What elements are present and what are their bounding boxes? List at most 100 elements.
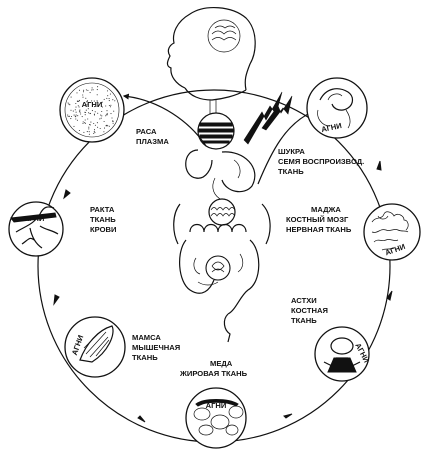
- plasma-dot: [82, 123, 83, 124]
- plasma-dot: [73, 126, 74, 127]
- plasma-dot: [107, 90, 108, 91]
- agni-label-meda: АГНИ: [206, 401, 227, 410]
- plasma-dot: [107, 113, 108, 114]
- plasma-dot: [112, 99, 113, 100]
- plasma-dot: [97, 89, 98, 90]
- plasma-dot: [99, 118, 100, 119]
- node-mamsa: АГНИ: [65, 317, 125, 377]
- label-shukra: ШУКРА СЕМЯ ВОСПРОИЗВОД. ТКАНЬ: [278, 147, 366, 176]
- plasma-dot: [106, 98, 107, 99]
- plasma-dot: [73, 111, 74, 112]
- plasma-dot: [101, 115, 102, 116]
- plasma-dot: [83, 91, 84, 92]
- plasma-dot: [88, 127, 89, 128]
- plasma-dot: [76, 112, 77, 113]
- plasma-dot: [85, 119, 86, 120]
- plasma-dot: [105, 115, 106, 116]
- plasma-dot: [104, 99, 105, 100]
- plasma-dot: [80, 112, 81, 113]
- label-asthi: АСТХИ КОСТНАЯ ТКАНЬ: [291, 296, 330, 325]
- plasma-dot: [88, 128, 89, 129]
- plasma-dot: [79, 106, 80, 107]
- plasma-dot: [109, 126, 110, 127]
- node-rakta: АГНИ: [9, 202, 63, 256]
- plasma-dot: [94, 131, 95, 132]
- plasma-dot: [68, 104, 69, 105]
- plasma-dot: [97, 127, 98, 128]
- plasma-dot: [92, 87, 93, 88]
- plasma-dot: [85, 114, 86, 115]
- plasma-dot: [77, 101, 78, 102]
- plasma-dot: [83, 132, 84, 133]
- plasma-dot: [68, 102, 69, 103]
- plasma-dot: [70, 118, 71, 119]
- node-meda: АГНИ: [186, 388, 246, 448]
- plasma-dot: [79, 110, 80, 111]
- plasma-dot: [104, 128, 105, 129]
- plasma-dot: [68, 116, 69, 117]
- plasma-dot: [89, 131, 90, 132]
- plasma-dot: [87, 118, 88, 119]
- plasma-dot: [105, 105, 106, 106]
- plasma-dot: [94, 129, 95, 130]
- plasma-dot: [83, 121, 84, 122]
- plasma-dot: [101, 118, 102, 119]
- plasma-dot: [74, 115, 75, 116]
- plasma-dot: [82, 97, 83, 98]
- plasma-dot: [91, 89, 92, 90]
- plasma-dot: [109, 100, 110, 101]
- plasma-dot: [83, 90, 84, 91]
- plasma-dot: [97, 86, 98, 87]
- plasma-dot: [111, 117, 112, 118]
- plasma-dot: [112, 120, 113, 121]
- plasma-dot: [94, 132, 95, 133]
- plasma-dot: [71, 116, 72, 117]
- plasma-dot: [109, 98, 110, 99]
- plasma-dot: [100, 128, 101, 129]
- plasma-dot: [82, 116, 83, 117]
- plasma-dot: [75, 116, 76, 117]
- plasma-dot: [106, 125, 107, 126]
- plasma-dot: [77, 120, 78, 121]
- plasma-dot: [69, 104, 70, 105]
- label-rakta: РАКТА ТКАНЬ КРОВИ: [90, 205, 118, 234]
- label-mamsa: МАМСА МЫШЕЧНАЯ ТКАНЬ: [132, 333, 182, 362]
- plasma-dot: [94, 114, 95, 115]
- plasma-dot: [85, 98, 86, 99]
- plasma-dot: [84, 122, 85, 123]
- plasma-dot: [89, 124, 90, 125]
- node-majja: АГНИ: [364, 204, 420, 260]
- plasma-dot: [79, 100, 80, 101]
- plasma-dot: [86, 110, 87, 111]
- plasma-dot: [85, 112, 86, 113]
- plasma-dot: [113, 111, 114, 112]
- plasma-dot: [97, 122, 98, 123]
- plasma-dot: [103, 131, 104, 132]
- plasma-dot: [80, 113, 81, 114]
- plasma-dot: [78, 105, 79, 106]
- plasma-dot: [113, 123, 114, 124]
- plasma-dot: [107, 95, 108, 96]
- plasma-dot: [93, 123, 94, 124]
- agni-label-rasa: АГНИ: [82, 100, 103, 109]
- plasma-dot: [71, 97, 72, 98]
- plasma-dot: [82, 94, 83, 95]
- plasma-dot: [75, 107, 76, 108]
- plasma-dot: [95, 111, 96, 112]
- plasma-dot: [110, 105, 111, 106]
- plasma-dot: [106, 114, 107, 115]
- plasma-dot: [79, 130, 80, 131]
- head-figure: [167, 8, 255, 100]
- node-rasa: АГНИ: [60, 78, 124, 142]
- plasma-dot: [92, 110, 93, 111]
- digestive-system: [174, 100, 270, 342]
- plasma-dot: [95, 125, 96, 126]
- label-majja: МАДЖА КОСТНЫЙ МОЗГ НЕРВНАЯ ТКАНЬ: [286, 205, 352, 234]
- plasma-dot: [85, 123, 86, 124]
- plasma-dot: [106, 110, 107, 111]
- plasma-dot: [87, 90, 88, 91]
- plasma-dot: [67, 115, 68, 116]
- plasma-dot: [70, 110, 71, 111]
- plasma-dot: [86, 89, 87, 90]
